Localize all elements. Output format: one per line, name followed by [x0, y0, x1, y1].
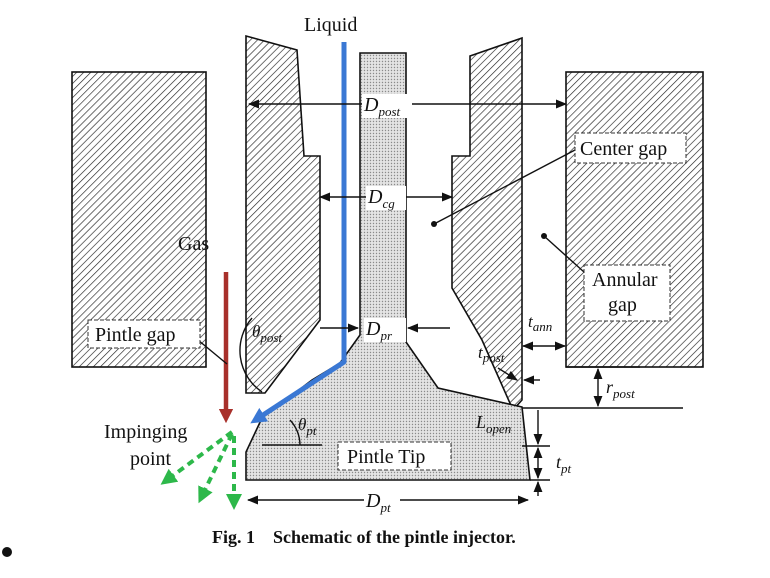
spray-arrows — [160, 430, 242, 510]
center-gap-box — [574, 132, 687, 164]
t-ann-symbol: tann — [528, 312, 552, 334]
impinging-label-line2: point — [130, 448, 172, 470]
d-post-label-bg — [362, 94, 412, 118]
t-post-leader — [497, 367, 518, 381]
impinging-label-line1: Impinging — [104, 421, 187, 443]
pintle-gap-label: Pintle gap — [95, 324, 176, 346]
d-post-symbol: Dpost — [363, 94, 401, 119]
d-cg-symbol: Dcg — [367, 186, 395, 211]
center-gap-label: Center gap — [580, 138, 667, 160]
liquid-flow-line — [250, 42, 347, 424]
d-pr-label-bg — [364, 318, 406, 342]
pintle-tip-label: Pintle Tip — [347, 446, 425, 468]
annular-gap-leader — [543, 235, 585, 273]
bullet-dot — [2, 547, 12, 557]
theta-pt-arc — [289, 419, 301, 446]
theta-post-symbol: θpost — [252, 322, 282, 345]
annular-gap-label-line2: gap — [608, 294, 637, 316]
gas-label: Gas — [178, 233, 209, 255]
right-post-wall — [451, 36, 523, 412]
d-pt-symbol: Dpt — [365, 490, 391, 515]
annular-gap-box — [583, 264, 671, 322]
center-gap-leader — [433, 149, 576, 225]
pintle-gap-box — [87, 319, 201, 349]
pintle-gap-leader — [197, 339, 228, 365]
theta-pt-symbol: θpt — [298, 415, 317, 438]
annular-gap-dot — [541, 233, 547, 239]
figure-caption: Fig. 1 Schematic of the pintle injector. — [212, 527, 516, 547]
center-gap-dot — [431, 221, 437, 227]
theta-post-arc — [239, 317, 263, 393]
r-post-symbol: rpost — [606, 377, 635, 401]
annular-gap-label-line1: Annular — [592, 269, 658, 291]
d-pt-label-bg — [364, 490, 400, 514]
pintle-tip-box — [337, 441, 452, 471]
l-open-symbol: Lopen — [475, 412, 511, 436]
t-pt-symbol: tpt — [556, 452, 572, 476]
t-post-symbol: tpost — [478, 343, 505, 365]
d-pr-symbol: Dpr — [365, 318, 393, 343]
right-outer-wall — [565, 71, 704, 368]
left-post-wall — [245, 34, 321, 394]
d-cg-label-bg — [366, 186, 406, 210]
liquid-label: Liquid — [304, 14, 357, 36]
left-outer-wall — [71, 71, 207, 368]
